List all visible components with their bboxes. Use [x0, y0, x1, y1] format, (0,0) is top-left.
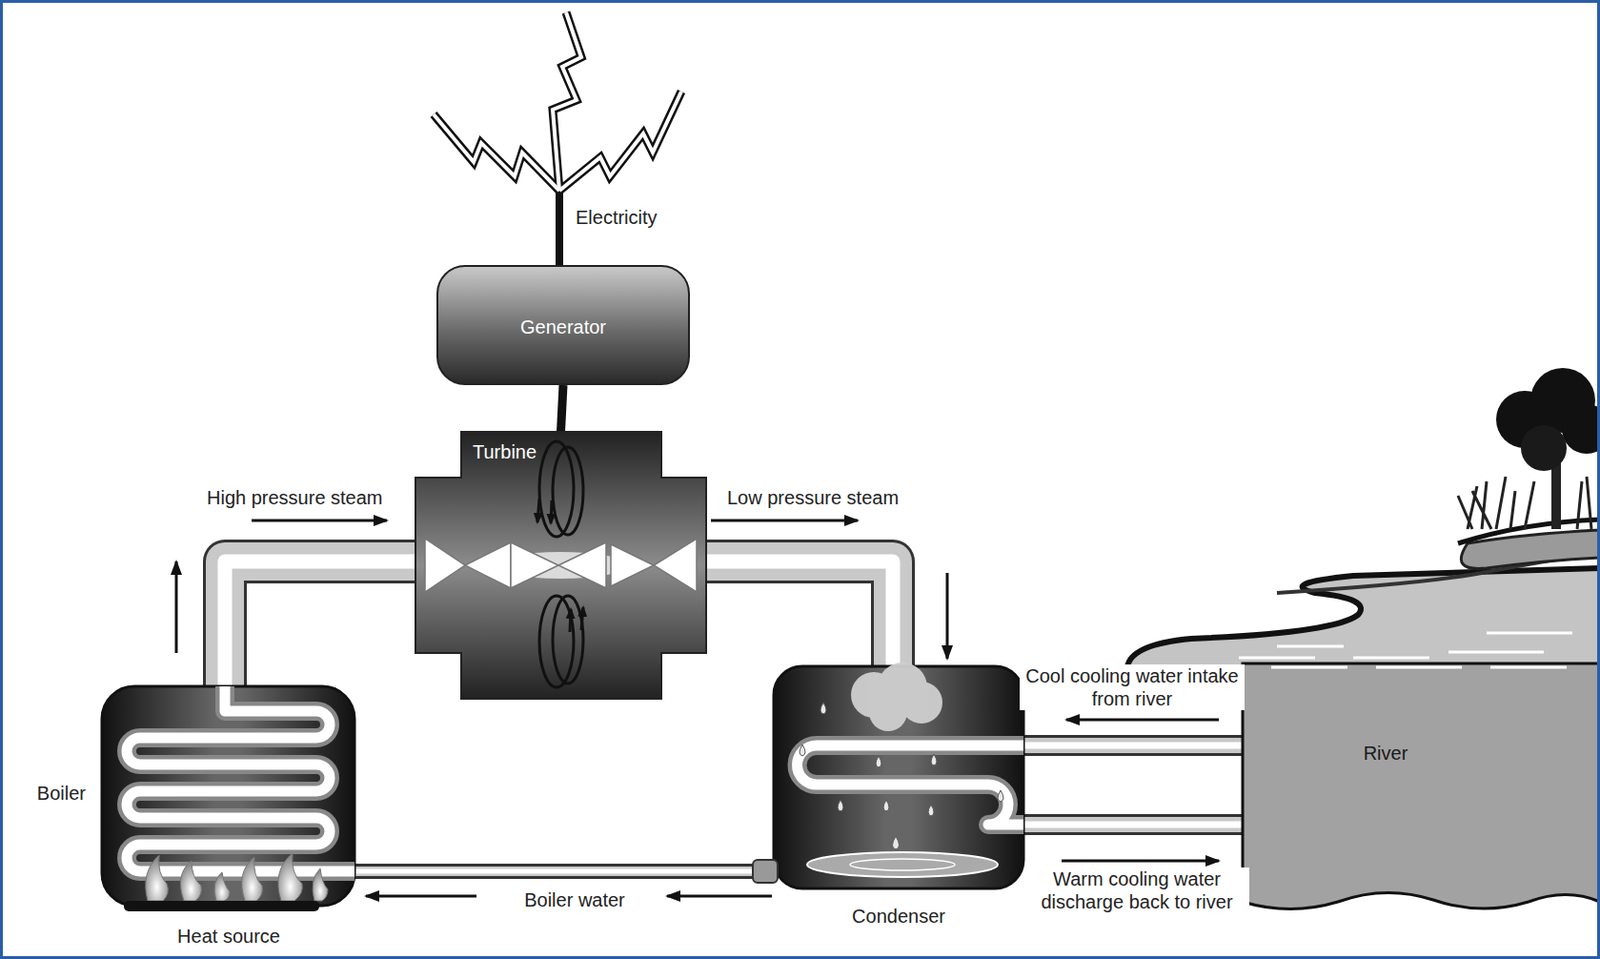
pipe-connector	[706, 520, 948, 669]
river-body-art	[1242, 663, 1600, 913]
heat-source: Heat source	[128, 848, 348, 952]
generator-box: Generator	[436, 264, 690, 385]
drive-shaft	[561, 384, 565, 432]
turbine-shape: Turbine	[415, 431, 707, 699]
pipe-connector	[354, 870, 772, 896]
edge-label: Cool cooling water intake from river	[1019, 664, 1245, 710]
generator-label: Generator	[438, 315, 689, 339]
condenser-vessel: Condenser	[773, 666, 1024, 889]
pipe-connector	[1023, 719, 1243, 746]
turbine-label: Turbine	[472, 440, 537, 464]
river-body: River	[1242, 663, 1600, 913]
edge-label: Low pressure steam	[724, 486, 902, 509]
boiler-label: Boiler	[37, 781, 86, 805]
condenser-label: Condenser	[773, 904, 1024, 928]
river-label: River	[1242, 741, 1529, 765]
condenser-vessel-art	[773, 666, 1024, 889]
edge-label: Warm cooling water discharge back to riv…	[1024, 867, 1250, 913]
tree	[1458, 367, 1600, 529]
turbine-shape-art	[415, 431, 707, 699]
lightning-bolts	[433, 12, 682, 191]
power-line	[555, 188, 564, 265]
electricity-label: Electricity	[575, 205, 658, 229]
edge-label: Boiler water	[512, 888, 637, 912]
river-bank	[1127, 519, 1600, 668]
pipe-connector	[176, 520, 416, 689]
heat-source-label: Heat source	[128, 924, 329, 948]
pipe-connector	[1023, 824, 1243, 861]
edge-label: High pressure steam	[203, 486, 386, 509]
